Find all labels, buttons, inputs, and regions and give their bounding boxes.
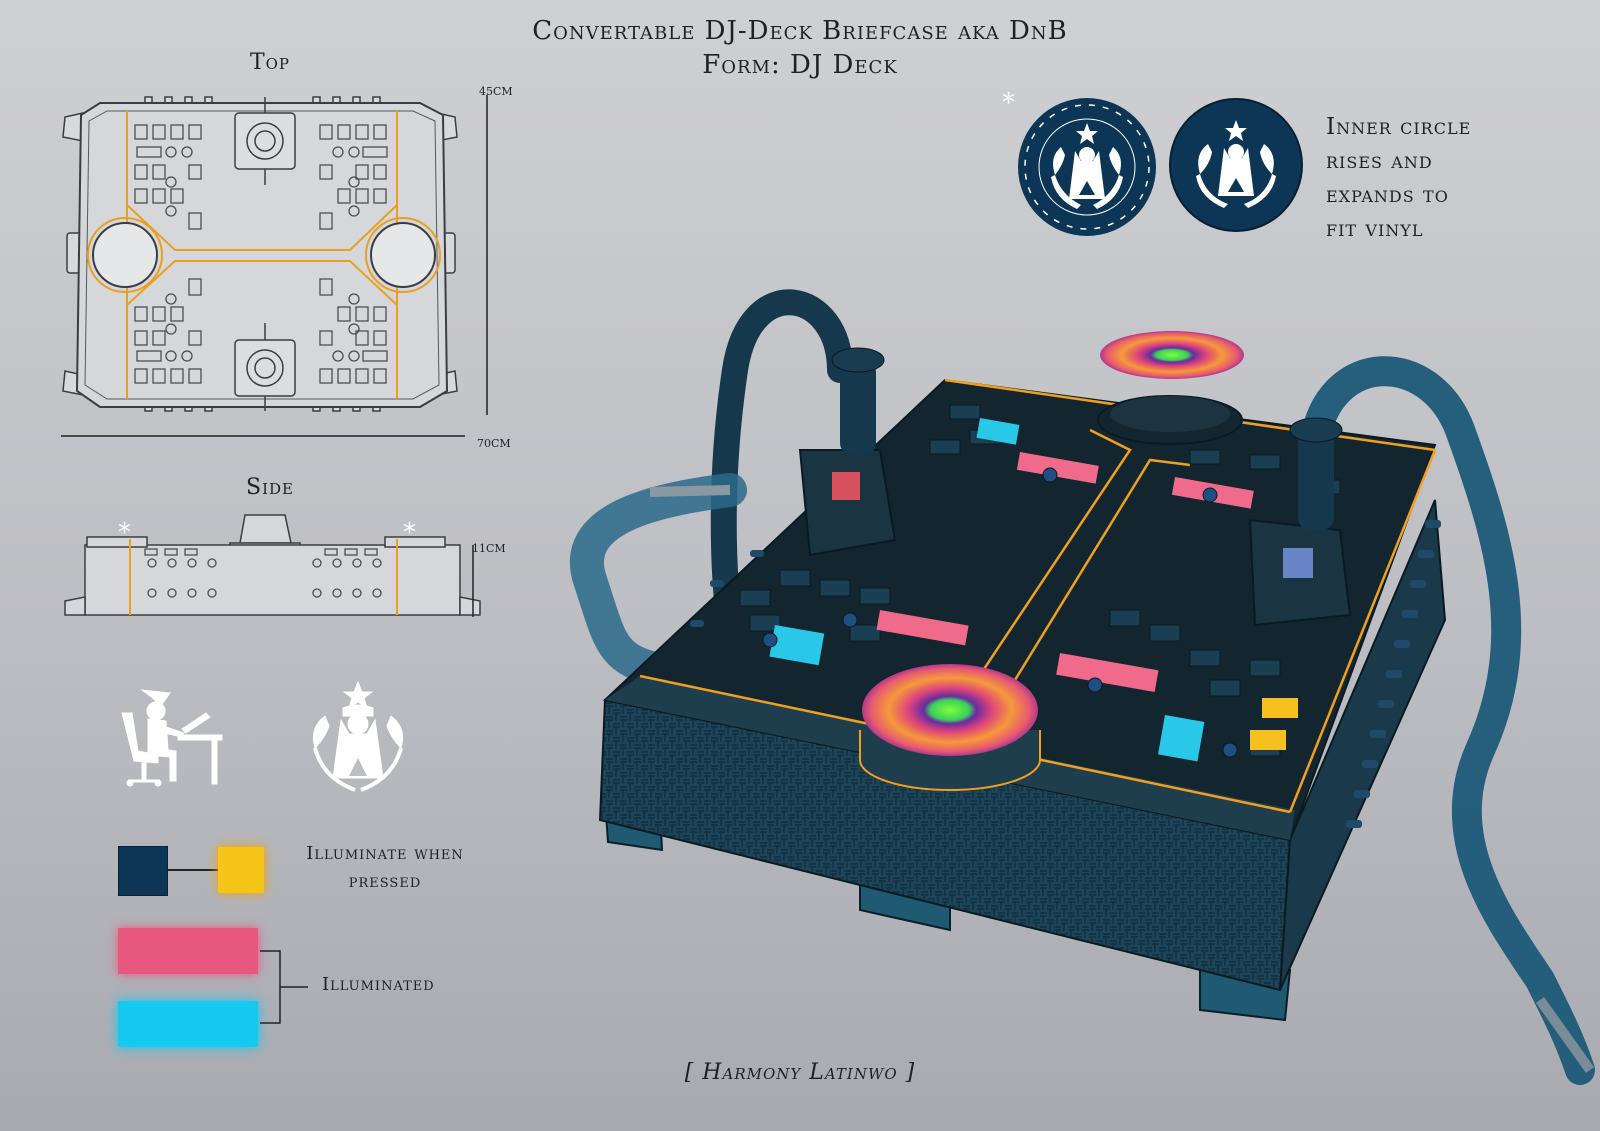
note-line: fit vinyl xyxy=(1326,216,1424,242)
artist-credit: [ Harmony Latinwo ] xyxy=(684,1060,916,1085)
legend-bracket xyxy=(260,950,308,1024)
legend-yellow-pressed-swatch xyxy=(218,847,264,893)
note-line: Inner circle xyxy=(1326,114,1472,140)
sheet-subtitle: Form: DJ Deck xyxy=(702,50,898,80)
side-view-drawing xyxy=(64,514,481,617)
note-line: expands to xyxy=(1326,182,1449,208)
legend-connector-line xyxy=(166,869,218,871)
emblem-closed-icon xyxy=(1018,98,1156,236)
width-dimension-label: 70CM xyxy=(477,437,511,450)
top-view-label: Top xyxy=(249,50,291,75)
inner-circle-note: Inner circle rises and expands to fit vi… xyxy=(1326,110,1471,246)
legend-pink-illuminated-swatch xyxy=(118,928,258,974)
height-dimension-label: 11CM xyxy=(472,542,506,555)
sheet-title: Convertable DJ-Deck Briefcase aka DnB xyxy=(532,16,1068,46)
cable-left-plug xyxy=(649,485,731,497)
legend-pressed-label: Illuminate when pressed xyxy=(306,843,464,892)
cable-right-plug xyxy=(1535,997,1595,1073)
dj-deck-3d-render xyxy=(570,289,1595,1085)
emblem-riser-marker: * xyxy=(1002,88,1015,118)
legend-navy-button-swatch xyxy=(118,846,168,896)
depth-dimension-label: 45CM xyxy=(479,85,513,98)
cable-left xyxy=(570,473,747,687)
cable-back-left xyxy=(710,289,853,673)
cable-right xyxy=(1300,356,1595,1085)
emblem-raised-icon xyxy=(1169,98,1303,232)
side-view-label: Side xyxy=(246,475,294,500)
dj-at-desk-icon xyxy=(121,689,223,787)
legend-illuminated-label: Illuminated xyxy=(322,974,435,995)
sheet-title-block: Convertable DJ-Deck Briefcase aka DnB Fo… xyxy=(0,14,1600,82)
goddess-emblem-icon xyxy=(312,680,404,792)
legend-cyan-illuminated-swatch xyxy=(118,1001,258,1047)
top-view-drawing xyxy=(61,95,488,437)
note-line: rises and xyxy=(1326,148,1433,174)
